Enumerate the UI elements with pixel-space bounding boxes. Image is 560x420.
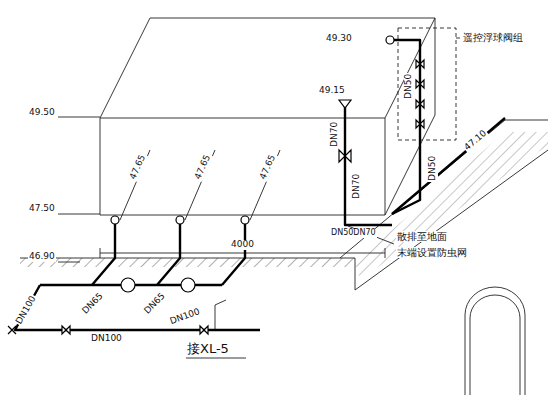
dimension: 4000 [230, 240, 255, 250]
elevation: 46.90 [28, 252, 56, 262]
elevation: 49.30 [325, 34, 353, 44]
pipe-size: DN100 [168, 307, 202, 328]
elevation: 47.65 [128, 153, 148, 182]
pipe-size: DN65 [142, 291, 168, 317]
connection-note: 接XL-5 [186, 342, 230, 356]
pipe-size: DN50 [404, 73, 414, 100]
pipe-size: DN50 [428, 155, 438, 182]
elevation: 47.65 [193, 153, 213, 182]
elevation: 49.50 [28, 108, 56, 118]
component-label: 遥控浮球阀组 [462, 32, 524, 43]
pipe-size: DN100 [14, 294, 39, 327]
elevation: 47.50 [28, 204, 56, 214]
elevation: 47.65 [258, 153, 278, 182]
pipe-size: DN50DN70 [330, 229, 377, 238]
pipe-size: DN100 [90, 334, 123, 344]
note: 末端设置防虫网 [396, 247, 468, 258]
pipe-size: DN65 [80, 291, 106, 317]
note: 散排至地面 [396, 231, 448, 242]
elevation: 49.15 [318, 86, 346, 96]
pipe-size: DN70 [330, 121, 340, 148]
pipe-size: DN70 [352, 173, 362, 200]
